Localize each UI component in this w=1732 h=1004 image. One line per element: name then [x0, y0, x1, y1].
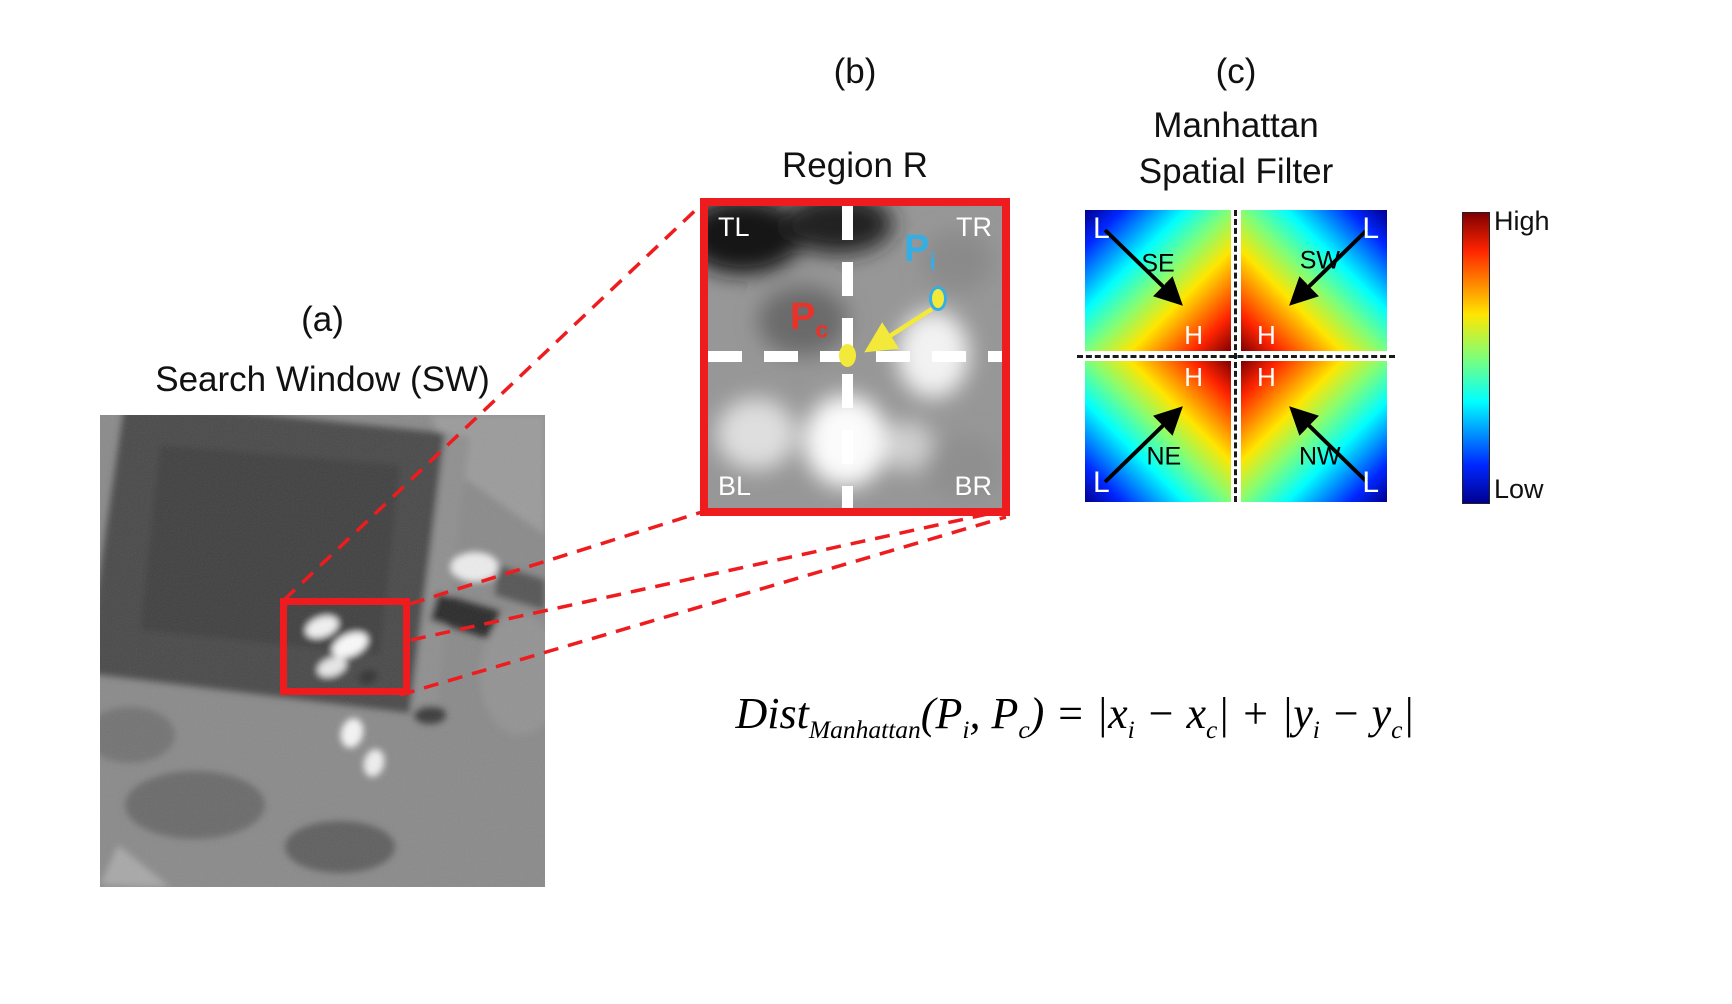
formula-arg2-sub: c [1018, 714, 1030, 744]
direction-label: SE [1141, 249, 1175, 278]
formula-y-i-sub: i [1312, 714, 1320, 744]
sw-arrow-icon [1289, 228, 1369, 306]
se-arrow-icon [1103, 228, 1183, 306]
formula-x-c-sub: c [1205, 714, 1218, 744]
formula-plus: + [1229, 689, 1282, 738]
point-c-label: Pc [790, 298, 828, 342]
search-window-image [100, 415, 545, 887]
point-i-symbol: P [904, 228, 930, 270]
panel-b-label: (b) [833, 52, 877, 91]
formula-function-sub: Manhattan [808, 714, 921, 744]
search-window-highlight-rect [280, 598, 410, 695]
formula-minus: − [1319, 689, 1372, 738]
corner-label-tl: TL [718, 212, 750, 242]
point-c-symbol: P [790, 296, 816, 338]
quadrant-divider-vertical [1234, 210, 1237, 502]
formula-bar: | [1217, 689, 1230, 738]
formula-y-i: y [1293, 689, 1313, 738]
filter-quadrant-ne: L H NE [1085, 361, 1231, 502]
formula-bar: | [1402, 689, 1415, 738]
formula-y-c: y [1371, 689, 1392, 738]
direction-label: NE [1146, 442, 1182, 471]
formula-function: Dist [735, 689, 809, 738]
corner-label-bl: BL [718, 471, 752, 501]
high-corner-label: H [1257, 362, 1276, 392]
colorbar [1462, 212, 1490, 504]
high-corner-label: H [1257, 320, 1276, 350]
corner-label-tr: TR [956, 212, 992, 242]
formula-arg2: P [991, 689, 1019, 738]
filter-quadrant-nw: L H NW [1241, 361, 1387, 502]
filter-quadrant-sw: L H SW [1241, 210, 1387, 351]
manhattan-distance-formula: DistManhattan(Pi, Pc) = |xi − xc| + |yi … [540, 688, 1610, 745]
panel-c-title-line1: Manhattan [1153, 106, 1319, 145]
point-c-subscript: c [815, 316, 829, 343]
formula-bar: | [1096, 689, 1109, 738]
colorbar-low-label: Low [1494, 474, 1544, 504]
high-corner-label: H [1184, 362, 1203, 392]
formula-x-c: x [1186, 689, 1206, 738]
panel-a-title: Search Window (SW) [155, 360, 490, 399]
panel-a-label: (a) [301, 300, 344, 339]
filter-quadrant-se: L H SE [1085, 210, 1231, 351]
manhattan-filter-grid: L H SE L H SW L H NE [1085, 210, 1387, 502]
formula-x-i-sub: i [1127, 714, 1135, 744]
formula-equals: = [1044, 689, 1097, 738]
point-i-marker [929, 286, 947, 311]
low-corner-label: L [1093, 212, 1110, 245]
formula-lparen: ( [920, 689, 936, 738]
formula-x-i: x [1108, 689, 1128, 738]
high-corner-label: H [1184, 320, 1203, 350]
panel-b-title: Region R [782, 146, 928, 185]
point-c-marker [839, 344, 856, 367]
region-r-box: TL TR BL BR Pi Pc [700, 198, 1010, 516]
low-corner-label: L [1093, 466, 1110, 499]
corner-label-br: BR [954, 471, 992, 501]
formula-rparen: ) [1029, 689, 1045, 738]
formula-arg1: P [935, 689, 963, 738]
nw-arrow-icon [1289, 406, 1369, 484]
formula-separator: , [969, 689, 992, 738]
direction-label: SW [1299, 246, 1340, 275]
low-corner-label: L [1362, 212, 1379, 245]
formula-bar: | [1281, 689, 1294, 738]
low-corner-label: L [1362, 466, 1379, 499]
formula-minus: − [1134, 689, 1187, 738]
formula-arg1-sub: i [962, 714, 970, 744]
colorbar-high-label: High [1494, 206, 1550, 236]
panel-c-label: (c) [1215, 52, 1257, 91]
point-i-label: Pi [904, 230, 936, 274]
direction-label: NW [1299, 442, 1341, 471]
ne-arrow-icon [1103, 406, 1183, 484]
formula-y-c-sub: c [1391, 714, 1403, 744]
point-i-subscript: i [929, 248, 936, 275]
panel-c-title-line2: Spatial Filter [1138, 152, 1334, 191]
